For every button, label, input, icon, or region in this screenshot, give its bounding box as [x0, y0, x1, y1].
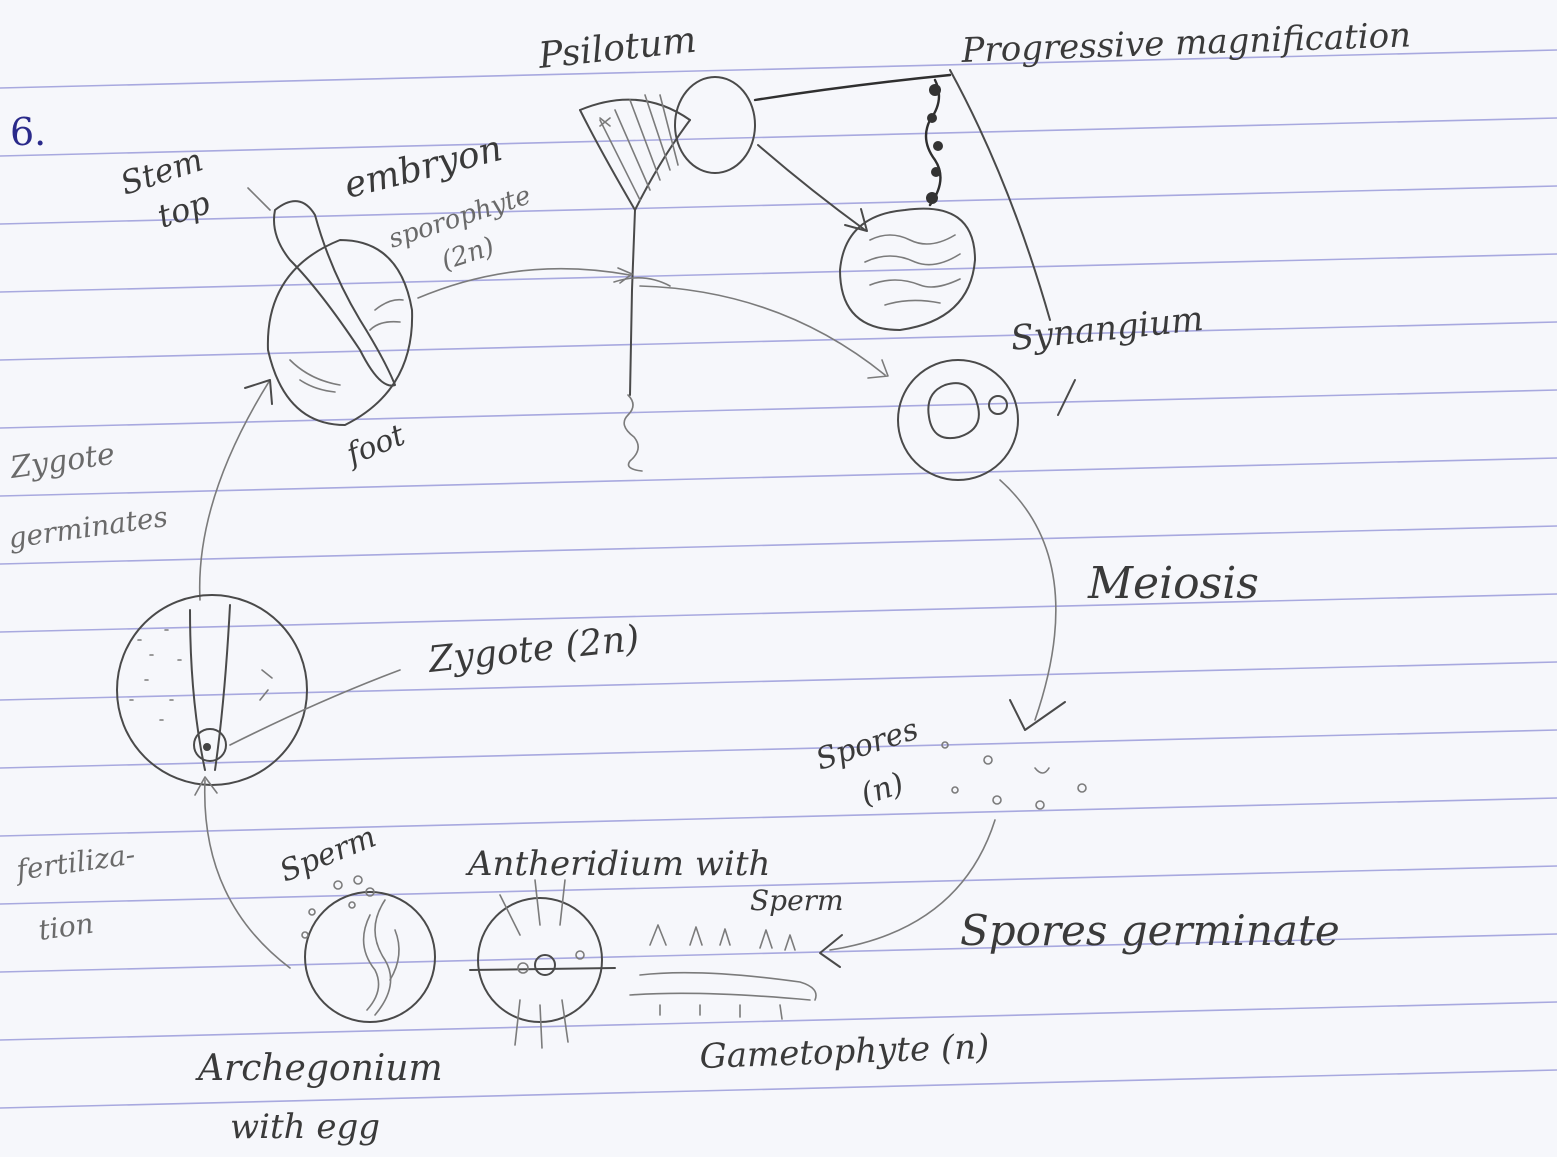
spores [942, 742, 1086, 809]
psilotum-plant [580, 95, 690, 471]
magnification-line-top [755, 75, 950, 100]
magnification-line-right [950, 70, 1050, 320]
label-fertilization-1: fertiliza- [12, 838, 137, 888]
label-archegonium: Archegonium [195, 1048, 443, 1089]
label-zygote-2n: Zygote (2n) [426, 618, 642, 681]
label-progressive-magnification: Progressive magnification [960, 15, 1412, 71]
label-fertilization-2: tion [36, 907, 95, 947]
rule-line [0, 594, 1557, 632]
label-foot: foot [340, 417, 411, 473]
beaded-chain [926, 80, 943, 205]
label-psilotum: Psilotum [536, 20, 699, 77]
label-zygote-germinates-2: germinates [6, 500, 169, 555]
label-spores: Spores [812, 712, 923, 778]
rule-line [0, 798, 1557, 836]
rule-line [0, 390, 1557, 428]
label-sperm-lower: Sperm [750, 884, 844, 917]
arrow-to-synangium-section [758, 145, 865, 230]
arrow-fertilization [205, 780, 290, 968]
question-number: 6. [10, 110, 46, 154]
arrow-plant-to-synangium [640, 286, 885, 375]
arrow-meiosis [1000, 480, 1056, 720]
label-with-egg: with egg [230, 1107, 380, 1147]
archegonium-with-egg [302, 876, 435, 1022]
rule-line [0, 458, 1557, 496]
rule-line [0, 186, 1557, 224]
rule-line [0, 254, 1557, 292]
rule-line [0, 118, 1557, 156]
label-sporophyte-2n: (2n) [438, 232, 498, 277]
label-sperm-upper: Sperm [275, 819, 381, 889]
synangium-circle [898, 360, 1075, 480]
antheridium-with-sperm [470, 880, 615, 1048]
rule-line [0, 322, 1557, 360]
label-spores-germinate: Spores germinate [960, 906, 1340, 955]
label-gametophyte: Gametophyte (n) [699, 1027, 990, 1077]
label-zygote-germinates-1: Zygote [7, 437, 117, 486]
label-spores-n: (n) [857, 766, 908, 812]
rule-line [0, 526, 1557, 564]
gametophyte [630, 925, 816, 1019]
label-synangium: Synangium [1009, 299, 1205, 359]
rule-line [0, 662, 1557, 700]
label-antheridium-with: Antheridium with [465, 844, 770, 884]
embryo-sporophyte [248, 188, 412, 425]
label-meiosis: Meiosis [1087, 558, 1259, 609]
rule-line [0, 730, 1557, 768]
